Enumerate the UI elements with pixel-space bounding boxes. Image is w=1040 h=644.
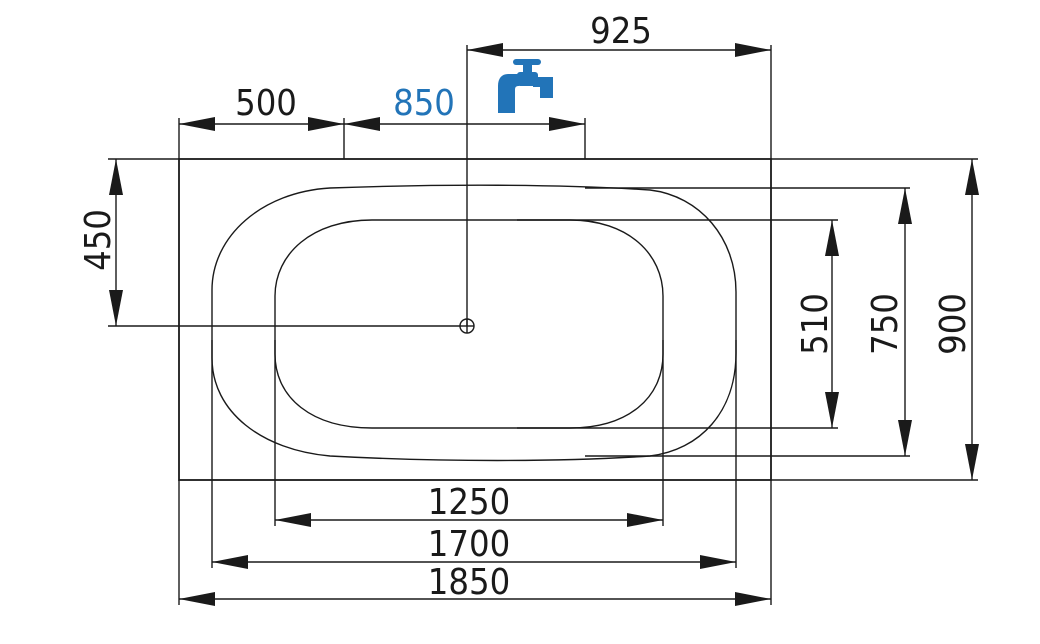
dim-label-750: 750	[865, 293, 906, 355]
drain-icon	[459, 318, 475, 334]
faucet-icon	[498, 59, 553, 113]
dim-label-450: 450	[78, 209, 119, 271]
dim-label-925: 925	[590, 11, 652, 52]
dim-label-1700: 1700	[428, 524, 510, 565]
dim-label-900: 900	[933, 293, 974, 355]
tub-outline	[178, 158, 772, 481]
dim-label-510: 510	[795, 293, 836, 355]
extension-lines	[108, 45, 978, 605]
dim-label-1250: 1250	[428, 482, 510, 523]
dim-label-850: 850	[393, 83, 455, 124]
dimension-lines	[109, 42, 979, 606]
inner-bowl-outline	[274, 219, 664, 429]
dim-label-500: 500	[235, 83, 297, 124]
dim-label-1850: 1850	[428, 562, 510, 603]
